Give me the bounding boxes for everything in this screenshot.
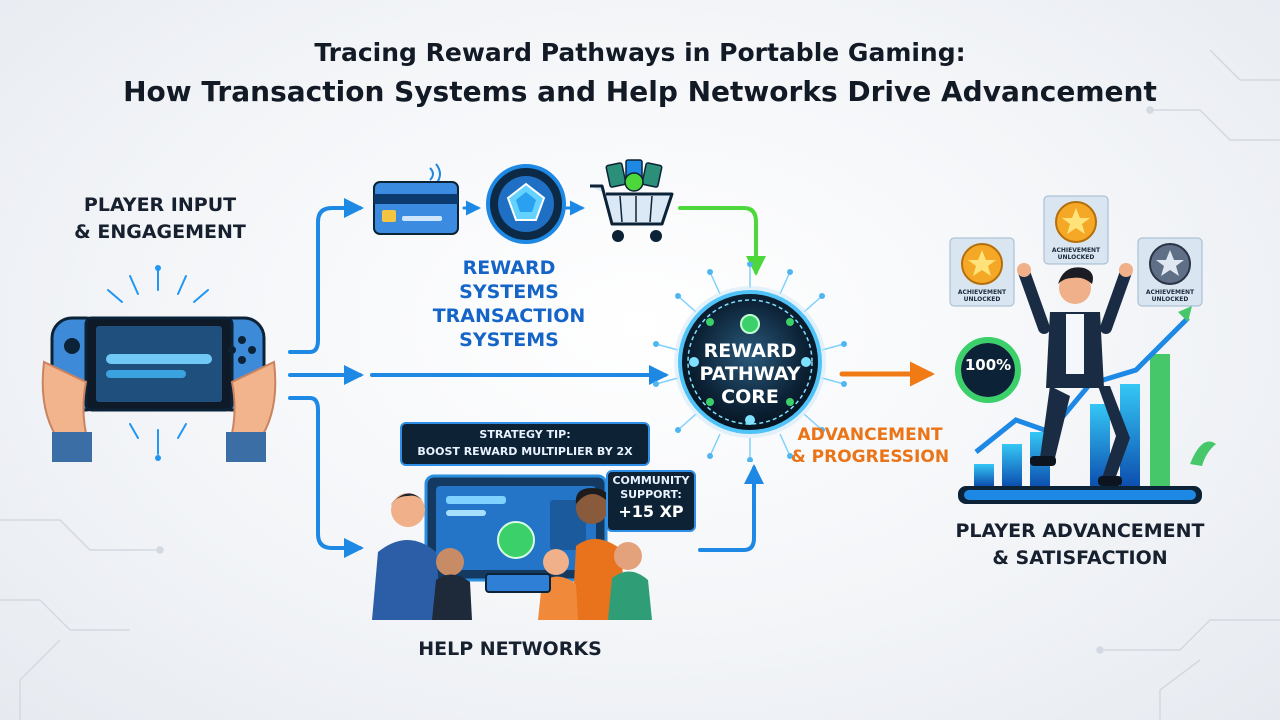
reward-systems-line-1: REWARD [462,257,556,279]
community-line-2: SUPPORT: [620,488,682,501]
reward-systems-line-4: SYSTEMS [459,329,559,351]
badge-2-caption-1: ACHIEVEMENT [1052,247,1101,254]
badge-2-caption-2: UNLOCKED [1058,254,1095,261]
achievement-badge-icon: ACHIEVEMENT UNLOCKED [1043,195,1109,265]
community-xp: +15 XP [618,502,684,521]
celebrating-player-icon [1017,263,1133,486]
player-advancement-line-2: & SATISFACTION [992,547,1168,569]
title-line-1: Tracing Reward Pathways in Portable Gami… [314,38,966,67]
badge-1-caption-1: ACHIEVEMENT [958,289,1007,296]
strategy-tip-title: STRATEGY TIP: [479,428,571,441]
handheld-console-icon [41,265,277,462]
strategy-tip-bubble: STRATEGY TIP: BOOST REWARD MULTIPLIER BY… [400,422,650,466]
reward-systems-label: REWARD SYSTEMS TRANSACTION SYSTEMS [404,256,614,352]
community-line-1: COMMUNITY [612,474,690,487]
player-advancement-line-1: PLAYER ADVANCEMENT [955,520,1205,542]
progress-percent: 100% [964,356,1012,374]
player-input-line-1: PLAYER INPUT [83,194,237,216]
achievement-badge-icon: ACHIEVEMENT UNLOCKED [1137,237,1203,307]
community-group-icon [372,474,652,620]
achievement-badge-icon: ACHIEVEMENT UNLOCKED [949,237,1015,307]
core-line-1: REWARD [703,340,797,362]
credit-card-icon [373,163,459,235]
shopping-cart-icon [590,159,674,242]
reward-systems-line-3: TRANSACTION [432,305,586,327]
badge-3-caption-2: UNLOCKED [1152,296,1189,303]
help-networks-label: HELP NETWORKS [418,638,602,660]
circuit-decoration [0,49,1280,720]
player-advancement-label: PLAYER ADVANCEMENT & SATISFACTION [920,518,1240,572]
flow-connectors [288,198,935,558]
advancement-line-2: & PROGRESSION [790,447,950,467]
strategy-tip-text: BOOST REWARD MULTIPLIER BY 2X [417,445,633,458]
gem-token-icon [486,164,566,244]
progress-ring-icon [955,337,1021,403]
badge-3-caption-1: ACHIEVEMENT [1146,289,1195,296]
reward-core-icon [653,262,847,462]
advancement-line-1: ADVANCEMENT [797,425,943,445]
progress-ring-fill [955,337,1021,403]
community-support-bubble: COMMUNITY SUPPORT: +15 XP [606,470,696,532]
title-line-2: How Transaction Systems and Help Network… [123,75,1157,108]
advancement-label: ADVANCEMENT & PROGRESSION [782,424,958,468]
core-line-2: PATHWAY [699,363,801,385]
core-label: REWARD PATHWAY CORE [680,340,820,409]
badge-1-caption-2: UNLOCKED [964,296,1001,303]
page-title: Tracing Reward Pathways in Portable Gami… [0,34,1280,112]
core-line-3: CORE [721,386,779,408]
reward-systems-line-2: SYSTEMS [459,281,559,303]
player-input-label: PLAYER INPUT & ENGAGEMENT [40,192,280,246]
player-input-line-2: & ENGAGEMENT [74,221,246,243]
